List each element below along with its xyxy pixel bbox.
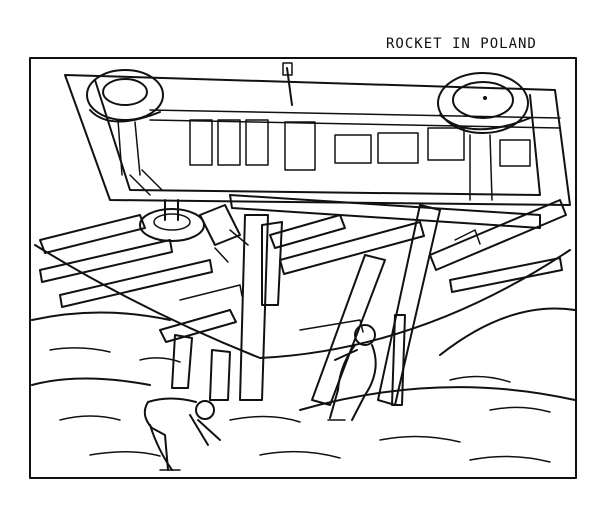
left-wheel bbox=[86, 69, 164, 176]
cable-wire bbox=[34, 244, 571, 359]
person-crouching bbox=[143, 397, 221, 471]
picture-frame bbox=[29, 57, 577, 479]
ground-mounds bbox=[31, 307, 576, 463]
wooden-beams bbox=[39, 194, 567, 406]
person-standing bbox=[327, 324, 377, 421]
drawing-caption: ROCKET IN POLAND bbox=[386, 36, 537, 52]
right-wheel bbox=[437, 72, 531, 201]
rocket-fuselage bbox=[64, 62, 571, 206]
engine-assembly bbox=[129, 169, 249, 263]
